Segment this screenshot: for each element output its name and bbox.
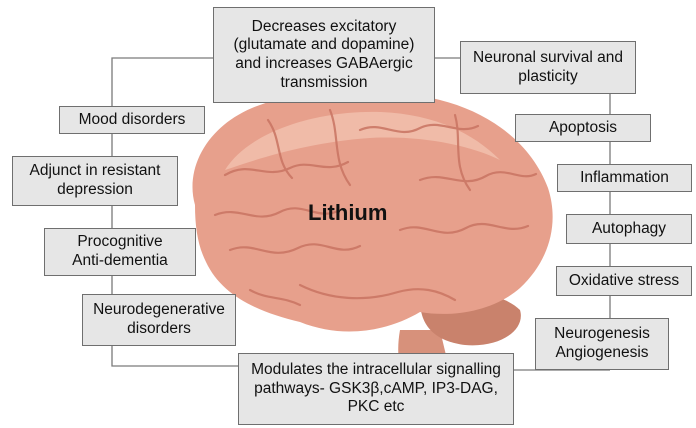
box-inflammation: Inflammation [557, 164, 692, 192]
box-neuronal-survival: Neuronal survival and plasticity [460, 41, 636, 94]
box-mood-disorders: Mood disorders [59, 106, 205, 134]
box-autophagy: Autophagy [566, 214, 692, 244]
box-adjunct-resistant-depression: Adjunct in resistant depression [12, 156, 178, 206]
box-intracellular-signalling: Modulates the intracellular signalling p… [238, 353, 514, 425]
box-apoptosis: Apoptosis [515, 114, 651, 142]
box-oxidative-stress: Oxidative stress [556, 266, 692, 296]
box-procognitive: Procognitive Anti-dementia [44, 228, 196, 276]
box-glutamate-gaba: Decreases excitatory (glutamate and dopa… [213, 7, 435, 103]
box-neurodegenerative-disorders: Neurodegenerative disorders [82, 294, 236, 346]
lithium-label: Lithium [308, 200, 387, 226]
box-neurogenesis-angiogenesis: Neurogenesis Angiogenesis [535, 318, 669, 370]
angiogenesis-line: Angiogenesis [555, 344, 648, 363]
procognitive-line: Procognitive [77, 233, 162, 252]
anti-dementia-line: Anti-dementia [72, 252, 168, 271]
neurogenesis-line: Neurogenesis [554, 325, 650, 344]
